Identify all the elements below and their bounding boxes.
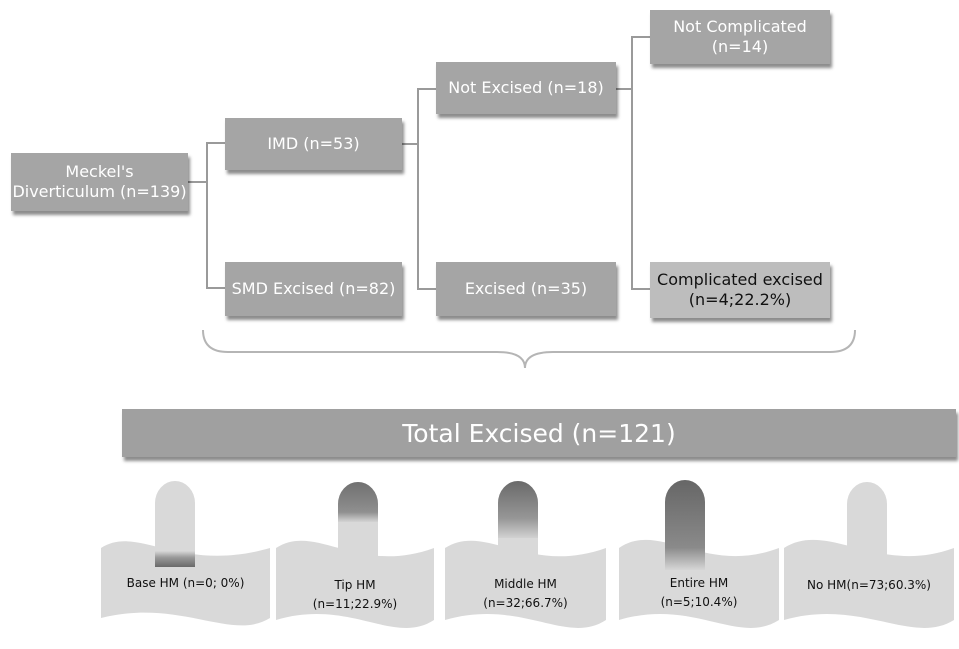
hm-none-line1: No HM(n=73;60.3%): [807, 578, 931, 592]
node-not-complicated-line1: Not Complicated: [673, 17, 807, 36]
hm-middle-line1: Middle HM: [494, 577, 557, 591]
node-excised-label: Excised (n=35): [464, 279, 588, 298]
node-complicated-line2: (n=4;22.2%): [688, 290, 792, 309]
connector-not-excised-branches: [616, 36, 650, 290]
hm-tip-line2: (n=11;22.9%): [312, 597, 398, 611]
diverticulum-base-hm: [101, 481, 270, 626]
hm-tip-line1: Tip HM: [334, 578, 376, 592]
hm-base-line1: Base HM (n=0; 0%): [126, 576, 245, 590]
total-excised-banner: Total Excised (n=121): [122, 409, 956, 457]
hm-entire-line1: Entire HM: [669, 576, 729, 590]
connector-imd-branches: [402, 88, 436, 290]
node-root-line1: Meckel's: [65, 162, 134, 181]
node-complicated-excised: Complicated excised (n=4;22.2%): [650, 262, 830, 318]
node-smd-label: SMD Excised (n=82): [231, 279, 396, 298]
hm-middle-line2: (n=32;66.7%): [483, 596, 568, 610]
diverticulum-no-hm: [784, 482, 954, 628]
hm-label-base: Base HM (n=0; 0%): [101, 574, 270, 593]
hm-label-tip: Tip HM (n=11;22.9%): [276, 576, 434, 614]
node-excised: Excised (n=35): [436, 262, 616, 316]
curly-brace: [202, 329, 856, 369]
node-smd-excised: SMD Excised (n=82): [225, 262, 402, 316]
node-not-excised: Not Excised (n=18): [436, 62, 616, 114]
node-not-excised-label: Not Excised (n=18): [448, 78, 604, 97]
node-root-line2: Diverticulum (n=139): [12, 182, 187, 201]
hm-label-entire: Entire HM (n=5;10.4%): [619, 574, 779, 612]
diverticulum-entire-hm: [619, 480, 779, 628]
node-complicated-line1: Complicated excised: [657, 270, 823, 289]
node-imd-label: IMD (n=53): [267, 134, 360, 153]
node-imd: IMD (n=53): [225, 118, 402, 170]
hm-label-middle: Middle HM (n=32;66.7%): [445, 575, 606, 613]
diverticulum-tip-hm: [276, 482, 434, 628]
node-meckels-diverticulum: Meckel's Diverticulum (n=139): [11, 153, 188, 211]
node-not-complicated: Not Complicated (n=14): [650, 10, 830, 64]
diverticulum-middle-hm: [445, 481, 606, 628]
node-not-complicated-line2: (n=14): [711, 37, 769, 56]
connector-root-branches: [188, 142, 225, 289]
total-excised-label: Total Excised (n=121): [402, 418, 676, 448]
hm-label-none: No HM(n=73;60.3%): [784, 576, 954, 595]
hm-entire-line2: (n=5;10.4%): [660, 595, 738, 609]
